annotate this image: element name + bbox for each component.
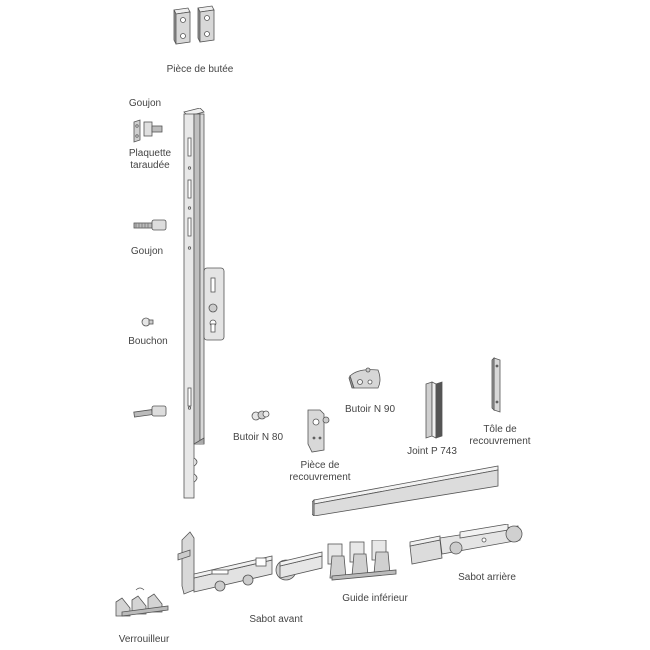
threaded-plate-illustration	[133, 119, 163, 143]
rear-shoe-illustration	[409, 524, 523, 565]
label-tole-de-recouvrement-2: recouvrement	[469, 436, 531, 447]
label-piece-de-butee: Pièce de butée	[166, 64, 234, 75]
seal-p743-illustration	[425, 381, 443, 439]
stop-piece-illustration	[173, 5, 215, 45]
stud-bolt-lower-illustration	[133, 405, 167, 418]
label-piece-de-recouvrement-1: Pièce de	[300, 460, 340, 471]
label-plaquette-taraudee-1: Plaquette	[128, 148, 172, 159]
label-piece-de-recouvrement-2: recouvrement	[289, 472, 351, 483]
cover-piece-illustration	[307, 409, 330, 453]
vertical-rail-illustration	[183, 108, 225, 499]
label-plaquette-taraudee-2: taraudée	[130, 160, 170, 171]
buffer-n90-illustration	[348, 367, 381, 389]
label-guide-inferieur: Guide inférieur	[342, 593, 408, 604]
front-shoe-illustration	[177, 531, 323, 595]
profile-bar-illustration	[312, 465, 499, 516]
lower-guide-illustration	[327, 540, 397, 581]
locker-illustration	[115, 587, 169, 617]
label-sabot-avant: Sabot avant	[249, 614, 303, 625]
buffer-n80-illustration	[251, 410, 270, 421]
label-bouchon: Bouchon	[128, 336, 168, 347]
label-joint-p743: Joint P 743	[407, 446, 457, 457]
stud-bolt-illustration	[133, 219, 167, 231]
label-verrouilleur: Verrouilleur	[118, 634, 170, 645]
cover-plate-illustration	[491, 357, 501, 413]
label-butoir-n90: Butoir N 90	[344, 404, 396, 415]
label-butoir-n80: Butoir N 80	[232, 432, 284, 443]
label-sabot-arriere: Sabot arrière	[458, 572, 516, 583]
label-tole-de-recouvrement-1: Tôle de	[483, 424, 517, 435]
label-goujon-mid: Goujon	[130, 246, 164, 257]
plug-illustration	[141, 317, 154, 327]
label-goujon-top: Goujon	[128, 98, 162, 109]
